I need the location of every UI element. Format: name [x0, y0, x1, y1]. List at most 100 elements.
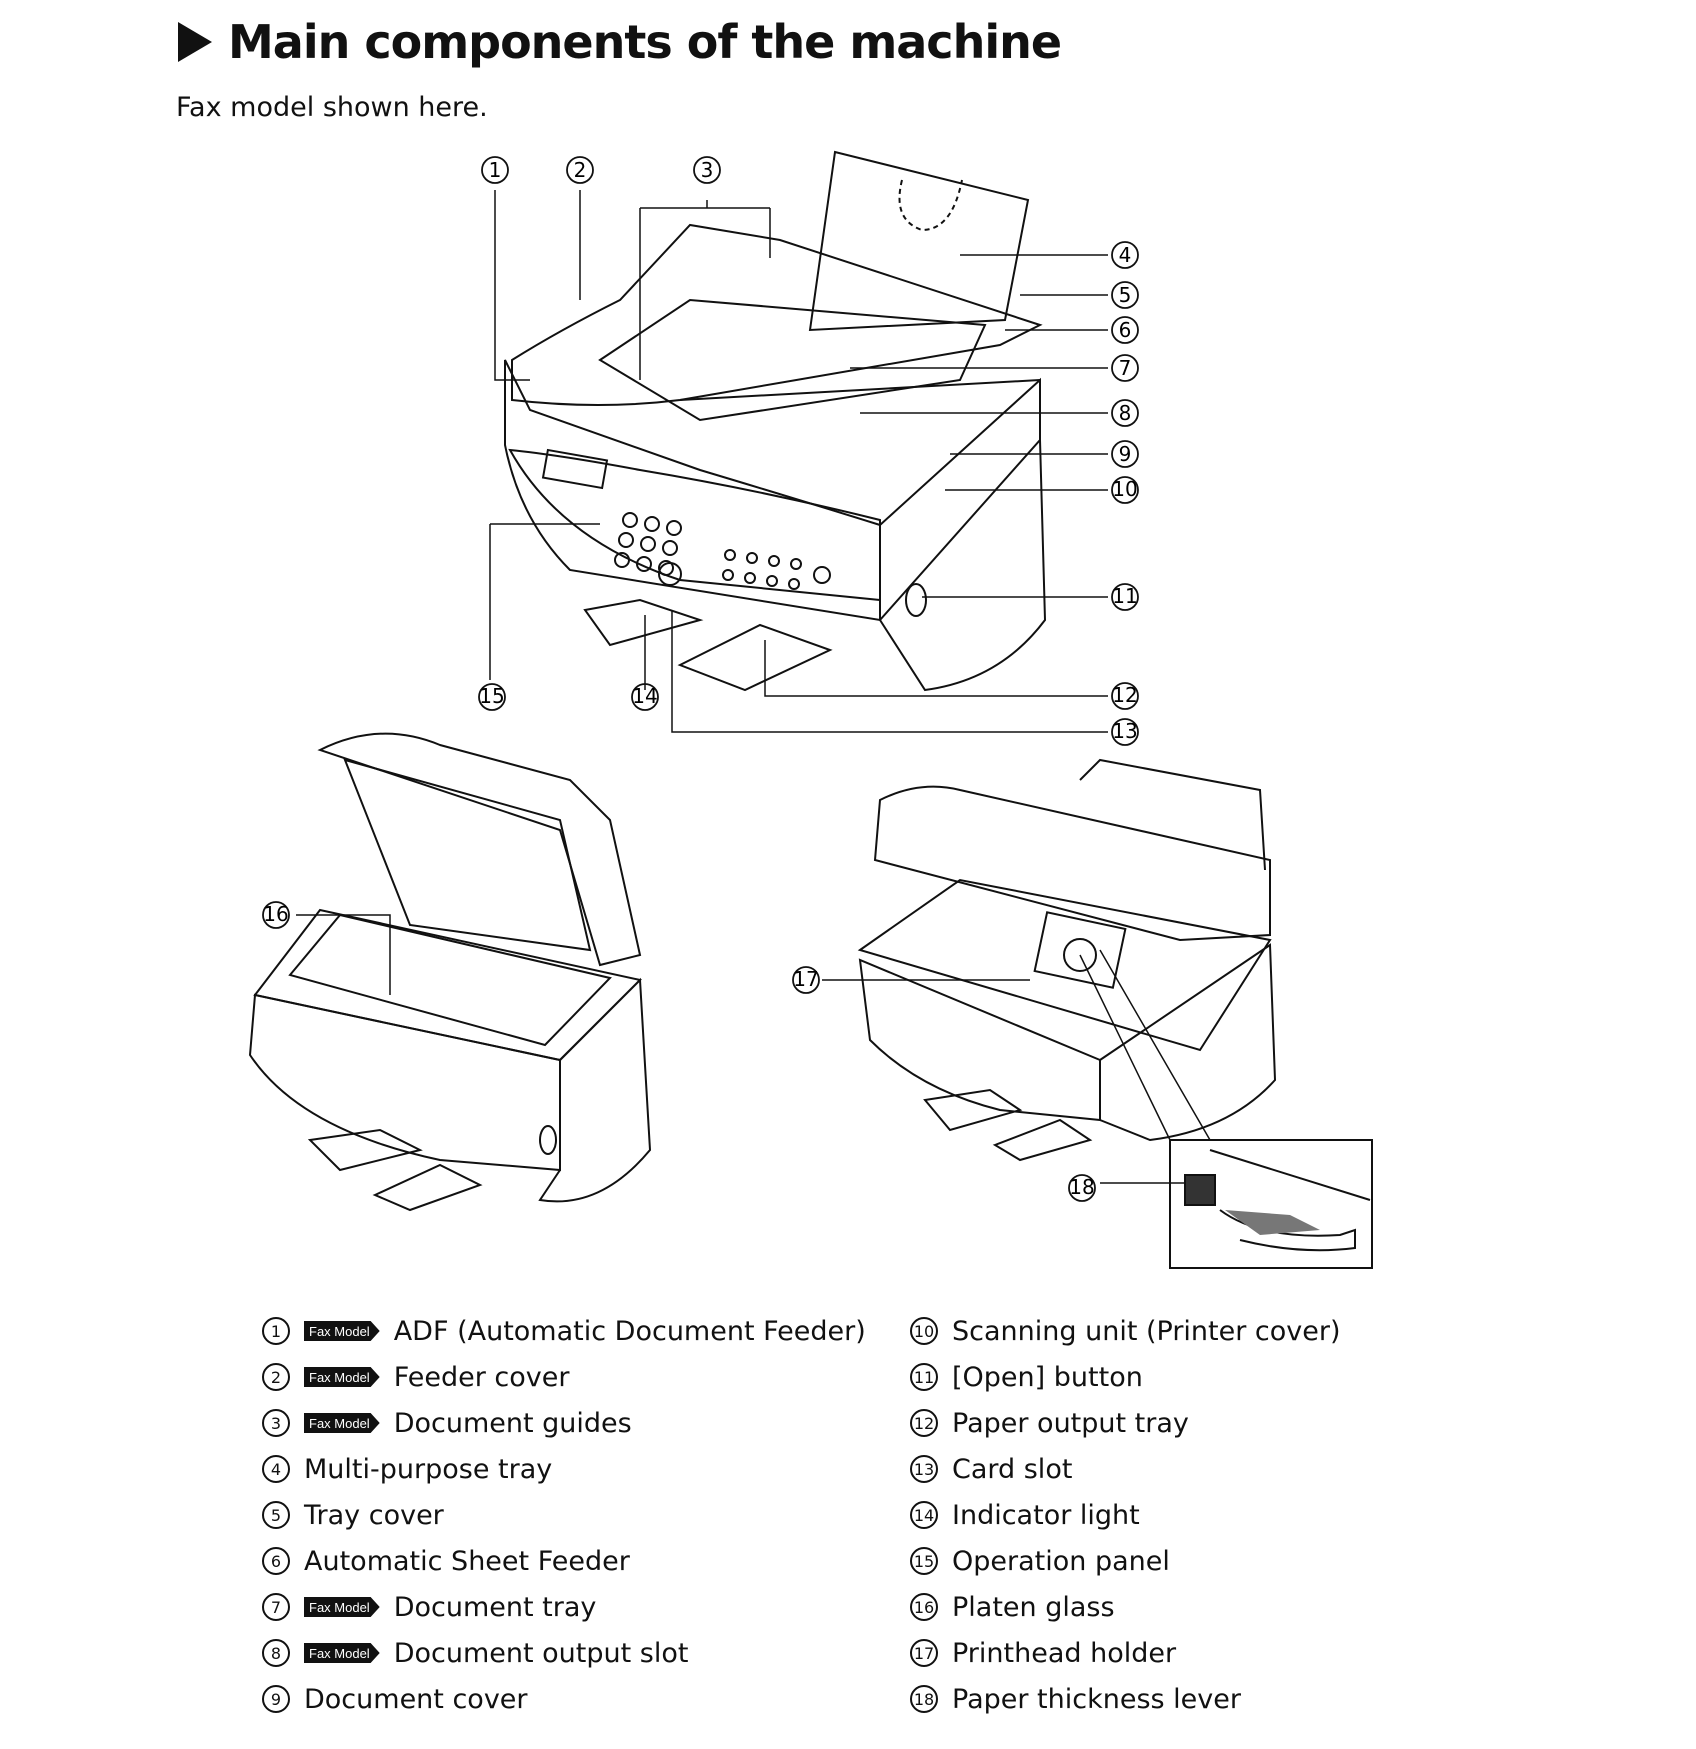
legend-number: 16	[910, 1593, 938, 1621]
callout-11: 11	[1111, 583, 1139, 611]
platen-illustration	[248, 732, 652, 1212]
callout-15: 15	[478, 683, 506, 711]
fax-model-badge: Fax Model	[304, 1413, 380, 1433]
legend-number: 14	[910, 1501, 938, 1529]
legend-label: Tray cover	[304, 1499, 444, 1531]
legend-label: Multi-purpose tray	[304, 1453, 553, 1485]
legend-number: 11	[910, 1363, 938, 1391]
legend-item: 14 Indicator light	[910, 1492, 1341, 1538]
legend-label: Document output slot	[393, 1637, 689, 1669]
legend-item: 16 Platen glass	[910, 1584, 1341, 1630]
callout-numbers: 1 2 3 4 5 6 7 8 9 10 11 12 13 14 15 16 1…	[262, 156, 1139, 1202]
legend-number: 4	[262, 1455, 290, 1483]
legend-number: 3	[262, 1409, 290, 1437]
legend-item: 4 Multi-purpose tray	[262, 1446, 866, 1492]
legend-label: Paper output tray	[952, 1407, 1189, 1439]
callout-13: 13	[1111, 718, 1139, 746]
callout-6: 6	[1111, 316, 1139, 344]
legend-item: 18 Paper thickness lever	[910, 1676, 1341, 1722]
legend-number: 12	[910, 1409, 938, 1437]
svg-text:10: 10	[1112, 477, 1137, 501]
legend-label: Scanning unit (Printer cover)	[952, 1315, 1341, 1347]
legend-label: Document tray	[393, 1591, 597, 1623]
legend-right-column: 10 Scanning unit (Printer cover) 11 [Open] …	[910, 1308, 1341, 1722]
svg-text:13: 13	[1112, 719, 1137, 743]
svg-text:12: 12	[1112, 683, 1137, 707]
callout-7: 7	[1111, 354, 1139, 382]
legend-item: 10 Scanning unit (Printer cover)	[910, 1308, 1341, 1354]
callout-9: 9	[1111, 440, 1139, 468]
svg-text:5: 5	[1119, 283, 1132, 307]
legend-item: 11 [Open] button	[910, 1354, 1341, 1400]
legend-item: 9 Document cover	[262, 1676, 866, 1722]
printhead-illustration	[822, 758, 1373, 1269]
triangle-bullet-icon	[178, 22, 212, 62]
legend-number: 15	[910, 1547, 938, 1575]
legend-label: Paper thickness lever	[952, 1683, 1241, 1715]
svg-text:17: 17	[793, 967, 818, 991]
svg-text:4: 4	[1119, 243, 1132, 267]
svg-text:9: 9	[1119, 442, 1132, 466]
legend-label: Feeder cover	[393, 1361, 570, 1393]
page-subtitle: Fax model shown here.	[176, 92, 488, 123]
callout-12: 12	[1111, 682, 1139, 710]
callout-14: 14	[631, 683, 659, 711]
legend-item: 13 Card slot	[910, 1446, 1341, 1492]
page-heading: Main components of the machine	[178, 12, 1062, 72]
legend-item: 12 Paper output tray	[910, 1400, 1341, 1446]
legend-label: Platen glass	[952, 1591, 1115, 1623]
svg-text:14: 14	[632, 684, 657, 708]
legend-number: 8	[262, 1639, 290, 1667]
legend-item: 5 Tray cover	[262, 1492, 866, 1538]
legend-label: Printhead holder	[952, 1637, 1177, 1669]
legend-number: 13	[910, 1455, 938, 1483]
legend-number: 1	[262, 1317, 290, 1345]
callout-18: 18	[1068, 1174, 1096, 1202]
svg-text:8: 8	[1119, 401, 1132, 425]
fax-model-badge: Fax Model	[304, 1367, 380, 1387]
legend-item: 6 Automatic Sheet Feeder	[262, 1538, 866, 1584]
legend-number: 5	[262, 1501, 290, 1529]
legend-item: 15 Operation panel	[910, 1538, 1341, 1584]
fax-model-badge: Fax Model	[304, 1643, 380, 1663]
callout-3: 3	[693, 156, 721, 184]
callout-17: 17	[792, 966, 820, 994]
legend-item: 1 Fax Model ADF (Automatic Document Feeder…	[262, 1308, 866, 1354]
legend-number: 2	[262, 1363, 290, 1391]
svg-text:7: 7	[1119, 356, 1132, 380]
legend-label: Operation panel	[952, 1545, 1170, 1577]
svg-text:1: 1	[489, 158, 502, 182]
callout-8: 8	[1111, 399, 1139, 427]
legend-label: Indicator light	[952, 1499, 1140, 1531]
svg-text:11: 11	[1112, 584, 1137, 608]
legend-item: 2 Fax Model Feeder cover	[262, 1354, 866, 1400]
callout-4: 4	[1111, 241, 1139, 269]
callout-16: 16	[262, 901, 290, 929]
callout-10: 10	[1111, 476, 1139, 504]
main-leader-lines	[489, 190, 1108, 733]
svg-text:3: 3	[701, 158, 714, 182]
svg-text:15: 15	[479, 684, 504, 708]
legend-label: [Open] button	[952, 1361, 1143, 1393]
svg-text:2: 2	[574, 158, 587, 182]
legend-label: Document cover	[304, 1683, 528, 1715]
legend-label: Automatic Sheet Feeder	[304, 1545, 630, 1577]
main-machine-illustration	[504, 150, 1047, 692]
svg-text:16: 16	[263, 902, 288, 926]
callout-2: 2	[566, 156, 594, 184]
fax-model-badge: Fax Model	[304, 1597, 380, 1617]
fax-model-badge: Fax Model	[304, 1321, 380, 1341]
legend-number: 18	[910, 1685, 938, 1713]
legend-number: 6	[262, 1547, 290, 1575]
legend-number: 10	[910, 1317, 938, 1345]
legend-item: 8 Fax Model Document output slot	[262, 1630, 866, 1676]
svg-text:18: 18	[1069, 1175, 1094, 1199]
legend-label: ADF (Automatic Document Feeder)	[393, 1315, 866, 1347]
legend-label: Card slot	[952, 1453, 1073, 1485]
legend-number: 9	[262, 1685, 290, 1713]
